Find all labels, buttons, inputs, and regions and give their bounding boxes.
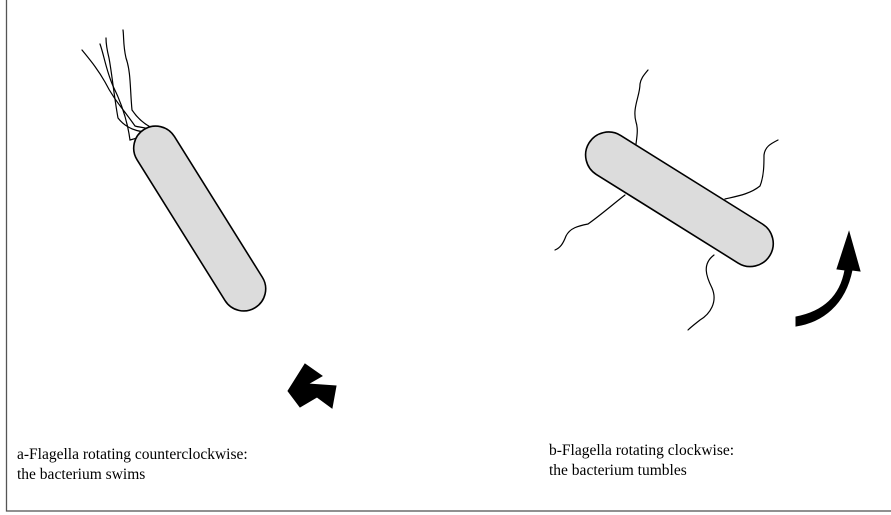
caption-a-line1: a-Flagella rotating counterclockwise: xyxy=(17,445,248,465)
bacterium-body-b xyxy=(577,123,782,275)
flagellum-b-4 xyxy=(688,255,714,330)
caption-a-line2: the bacterium swims xyxy=(17,465,248,485)
flagella-bundle-a xyxy=(82,30,160,140)
panel-b xyxy=(555,70,860,330)
down-right-arrow xyxy=(288,364,336,408)
caption-panel-a: a-Flagella rotating counterclockwise: th… xyxy=(17,445,248,485)
flagellum-b-2 xyxy=(555,195,625,250)
flagellum-b-3 xyxy=(725,140,778,199)
bacterium-body-a xyxy=(125,118,274,319)
flagellum-a-3 xyxy=(106,38,160,132)
caption-panel-b: b-Flagella rotating clockwise: the bacte… xyxy=(549,441,734,481)
panel-a xyxy=(82,30,336,408)
curved-rotation-arrow xyxy=(796,232,860,326)
flagellum-a-4 xyxy=(123,30,160,131)
caption-b-line2: the bacterium tumbles xyxy=(549,461,734,481)
flagellum-a-1 xyxy=(82,50,160,131)
caption-b-line1: b-Flagella rotating clockwise: xyxy=(549,441,734,461)
